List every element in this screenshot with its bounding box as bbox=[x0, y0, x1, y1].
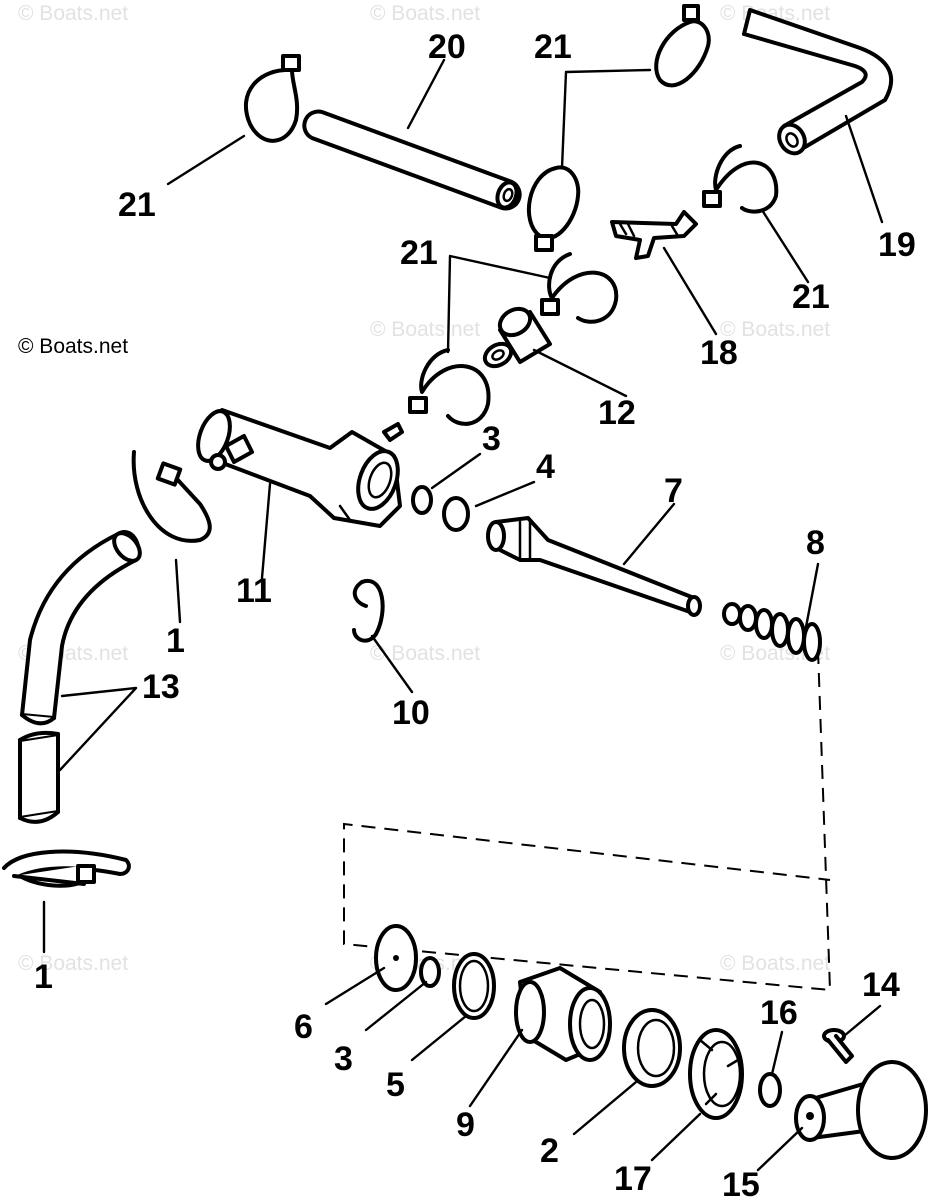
part-17-bezel bbox=[688, 1028, 744, 1120]
part-9-nut-housing bbox=[514, 966, 612, 1062]
part-7-plunger bbox=[486, 516, 702, 617]
part-1-strap-upper bbox=[131, 450, 212, 543]
label-18: 18 bbox=[700, 334, 738, 372]
label-12: 12 bbox=[598, 394, 636, 432]
part-labels: 21 20 21 19 21 21 18 12 3 4 7 8 11 1 13 … bbox=[34, 28, 916, 1200]
watermark: © Boats.net bbox=[720, 952, 830, 975]
part-4-o-ring bbox=[442, 496, 470, 532]
label-15: 15 bbox=[722, 1166, 760, 1200]
part-2-ring bbox=[622, 1008, 682, 1088]
label-9: 9 bbox=[456, 1106, 475, 1144]
label-16: 16 bbox=[760, 994, 798, 1032]
part-3-o-ring-upper bbox=[411, 485, 433, 515]
leader-lines bbox=[42, 58, 884, 1172]
label-3-lower: 3 bbox=[334, 1040, 353, 1078]
watermark: © Boats.net bbox=[720, 318, 830, 341]
label-8: 8 bbox=[806, 524, 825, 562]
label-21-right: 21 bbox=[792, 278, 830, 316]
part-6-washer bbox=[374, 924, 418, 992]
label-11: 11 bbox=[236, 572, 272, 610]
label-20: 20 bbox=[428, 28, 466, 66]
part-15-knob bbox=[794, 1060, 928, 1160]
label-5: 5 bbox=[386, 1066, 405, 1104]
watermark: © Boats.net bbox=[370, 2, 480, 25]
label-21-center: 21 bbox=[400, 234, 438, 272]
part-21-clamp-right bbox=[702, 144, 779, 214]
part-20-hose bbox=[302, 109, 522, 211]
label-10: 10 bbox=[392, 694, 430, 732]
watermark: © Boats.net bbox=[370, 318, 480, 341]
assembly-line-upper bbox=[343, 649, 832, 992]
label-2: 2 bbox=[540, 1132, 559, 1170]
label-6: 6 bbox=[294, 1008, 313, 1046]
watermark: © Boats.net bbox=[18, 952, 128, 975]
label-3-upper: 3 bbox=[482, 420, 501, 458]
part-10-clip bbox=[352, 578, 385, 643]
label-14: 14 bbox=[862, 966, 900, 1004]
label-4: 4 bbox=[536, 448, 555, 486]
label-21-top: 21 bbox=[534, 28, 572, 66]
part-5-gasket bbox=[452, 952, 496, 1020]
part-11-primer-body bbox=[196, 408, 404, 528]
part-21-clamp-top bbox=[654, 4, 711, 88]
part-13-hose bbox=[18, 530, 142, 824]
part-21-clamp-mid bbox=[526, 165, 581, 252]
label-1-lower: 1 bbox=[34, 958, 53, 996]
part-21-clamp-left bbox=[243, 54, 301, 143]
label-13: 13 bbox=[142, 668, 180, 706]
part-21-clamp-lower bbox=[408, 348, 491, 426]
label-17: 17 bbox=[614, 1160, 652, 1198]
part-19-bent-hose bbox=[742, 8, 894, 156]
part-16-o-ring bbox=[758, 1072, 782, 1108]
part-3-o-ring-lower bbox=[419, 956, 441, 988]
watermark: © Boats.net bbox=[18, 2, 128, 25]
watermark: © Boats.net bbox=[18, 335, 128, 358]
part-21-clamp-center bbox=[540, 252, 619, 324]
label-21-left: 21 bbox=[118, 186, 156, 224]
label-7: 7 bbox=[664, 472, 683, 510]
part-18-tee-fitting bbox=[610, 210, 698, 260]
part-1-strap-lower bbox=[2, 849, 131, 888]
label-19: 19 bbox=[878, 226, 916, 264]
watermark: © Boats.net bbox=[370, 642, 480, 665]
label-1-upper: 1 bbox=[166, 622, 185, 660]
part-14-screw bbox=[822, 1028, 854, 1064]
part-12-coupler bbox=[482, 306, 552, 369]
